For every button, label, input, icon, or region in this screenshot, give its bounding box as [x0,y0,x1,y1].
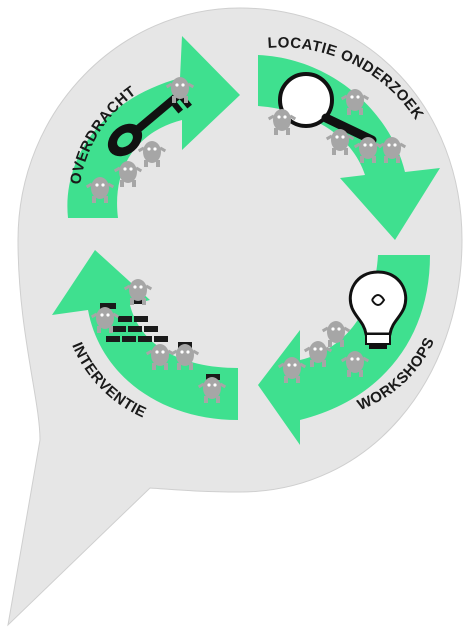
lightbulb-icon [348,270,408,349]
key-icon [107,89,192,157]
brick-wall-icon [100,298,220,380]
arrow-overdracht [67,36,240,218]
magnifier-icon [278,72,377,145]
arrow-interventie [52,250,238,420]
